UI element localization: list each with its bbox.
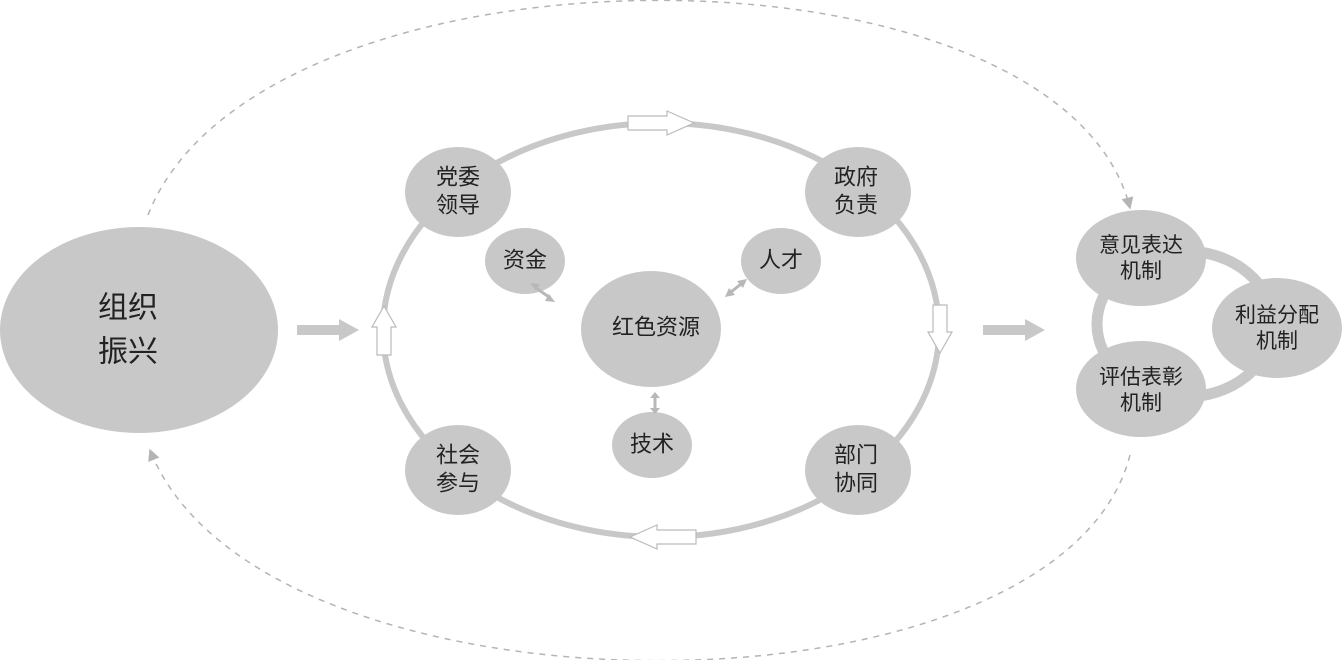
hollow-arrow-left-icon: [628, 524, 697, 550]
talent-label: 人才: [758, 248, 804, 274]
label-line: 部门: [833, 443, 879, 469]
node-evaluation-mechanism: [1076, 341, 1206, 437]
society-label: 社会 参与: [436, 443, 480, 498]
technology-label: 技术: [629, 432, 675, 458]
label-line: 党委: [435, 165, 481, 191]
expression-mechanism-label: 意见表达 机制: [1099, 232, 1183, 285]
funds-label: 资金: [502, 248, 548, 274]
double-arrow-icon: [650, 392, 660, 414]
node-departments: [805, 425, 911, 515]
red-resources-label: 红色资源: [612, 315, 701, 341]
hollow-arrow-right-icon: [627, 110, 696, 136]
hollow-arrow-down-icon: [926, 304, 954, 355]
party-leadership-label: 党委 领导: [436, 165, 480, 220]
label-line: 社会: [435, 443, 481, 469]
node-government: [805, 147, 911, 237]
node-red-resources: [581, 271, 721, 387]
double-arrow-icon: [530, 283, 555, 302]
label-line: 意见表达: [1099, 232, 1183, 257]
node-expression-mechanism: [1076, 210, 1206, 306]
government-label: 政府 负责: [834, 165, 878, 220]
node-technology: [612, 412, 692, 478]
organization-node: [0, 227, 278, 433]
label-line: 利益分配: [1235, 302, 1319, 327]
node-talent: [741, 228, 821, 294]
label-line: 组织: [98, 290, 158, 326]
label-line: 政府: [833, 165, 879, 191]
hollow-arrow-up-icon: [370, 304, 398, 356]
label-line: 机制: [1256, 329, 1298, 353]
node-distribution-mechanism: [1212, 278, 1342, 378]
node-funds: [485, 228, 565, 294]
label-line: 机制: [1120, 259, 1162, 283]
label-line: 负责: [833, 193, 879, 218]
arrow-right-icon: [983, 319, 1045, 341]
label-line: 评估表彰: [1099, 364, 1183, 389]
arrow-right-icon: [297, 319, 359, 341]
label-line: 领导: [435, 193, 481, 218]
double-arrow-icon: [725, 279, 747, 297]
label-line: 参与: [435, 471, 481, 496]
label-line: 振兴: [98, 334, 158, 369]
dashed-arc-bottom: [148, 448, 1131, 660]
dashed-arc-top: [147, 0, 1134, 216]
evaluation-mechanism-label: 评估表彰 机制: [1099, 364, 1183, 417]
organization-label: 组织 振兴: [98, 287, 158, 374]
node-society: [405, 425, 511, 515]
distribution-mechanism-label: 利益分配 机制: [1235, 302, 1319, 355]
label-line: 机制: [1120, 391, 1162, 415]
label-line: 协同: [833, 471, 879, 496]
departments-label: 部门 协同: [834, 443, 878, 498]
node-party-leadership: [405, 147, 511, 237]
